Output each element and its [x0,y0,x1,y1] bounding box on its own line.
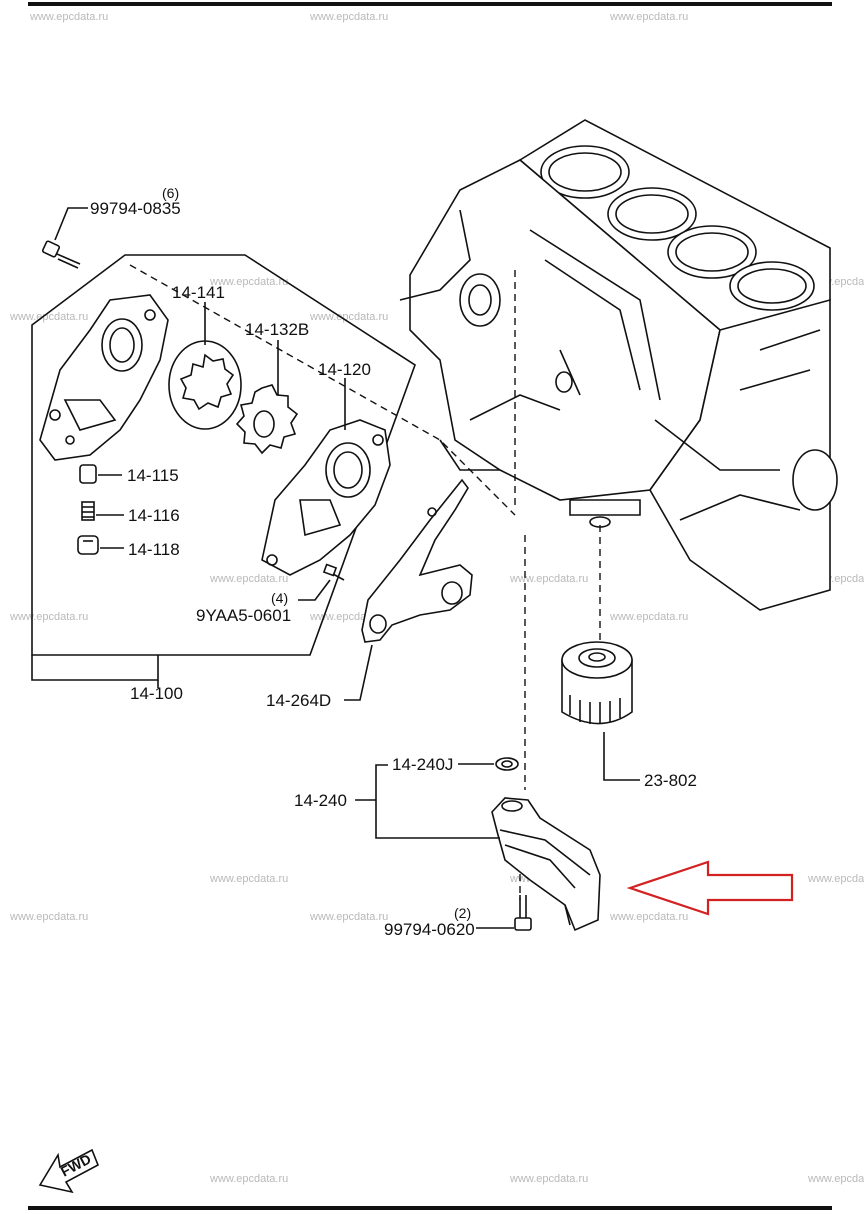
watermark-text: www.epcdata.ru [309,911,388,923]
watermark-text: www.epcdata.ru [807,873,864,885]
strainer-label: 14-240 [294,791,347,810]
leader-lines [54,207,640,929]
watermark-text: www.epcdata.ru [9,611,88,623]
pump-cover-drawing [261,419,391,576]
watermark-text: www.epcdata.ru [509,1173,588,1185]
o-ring-drawing [495,757,519,771]
pump-cover-label: 14-120 [318,360,371,379]
oil-pump-group-outline [31,254,416,688]
spring-label: 14-116 [128,506,180,525]
watermark-text: www.epcdata.ru [9,311,88,323]
plunger-label: 14-115 [127,466,179,485]
pump-assembly-label: 14-100 [130,684,183,703]
oil-filter-label: 23-802 [644,771,697,790]
outer-rotor-label: 14-141 [172,283,225,302]
watermark-text: www.epcdata.ru [807,1173,864,1185]
watermark-text: www.epcdata.ru [609,611,688,623]
bolt-top-label: 99794-0835 [90,199,181,218]
watermark-text: www.epcdata.ru [209,573,288,585]
part-labels: (6) 99794-0835 14-141 14-132B 14-120 14-… [90,185,697,939]
screw-label: 9YAA5-0601 [196,606,291,625]
bolt-top-qty: (6) [162,185,179,201]
red-pointer-arrow [626,860,794,916]
watermark-text: www.epcdata.ru [209,873,288,885]
outer-rotor-drawing [168,340,242,430]
gasket-drawing [361,478,473,643]
watermark-text: www.epcdata.ru [29,11,108,23]
engine-block-drawing [399,119,838,611]
bolt-top-drawing [41,240,81,269]
oil-filter-drawing [561,641,633,725]
oil-pump-body-drawing [39,294,169,461]
fwd-arrow-icon: FWD [38,1148,100,1194]
bolt-bottom-qty: (2) [454,905,471,921]
o-ring-label: 14-240J [392,755,453,774]
watermark-text: www.epcdata.ru [509,573,588,585]
inner-rotor-drawing [235,384,299,455]
inner-rotor-label: 14-132B [245,320,309,339]
watermark-text: www.epcdata.ru [609,11,688,23]
screw-drawing [322,563,345,581]
bolt-bottom-drawing [514,895,532,931]
relief-valve-parts-drawing [77,464,99,555]
watermark-text: www.epcdata.ru [609,911,688,923]
watermark-text: www.epcdata.ru [209,276,288,288]
screw-qty: (4) [271,590,288,606]
assembly-dashed-lines [129,264,601,900]
gasket-label: 14-264D [266,691,331,710]
watermark-text: www.epcdata.ru [9,911,88,923]
oil-strainer-drawing [491,797,601,932]
plug-label: 14-118 [128,540,180,559]
watermark-text: www.epcdata.ru [309,311,388,323]
bolt-bottom-label: 99794-0620 [384,920,475,939]
watermark-text: www.epcdata.ru [209,1173,288,1185]
watermark-text: www.epcdata.ru [309,11,388,23]
